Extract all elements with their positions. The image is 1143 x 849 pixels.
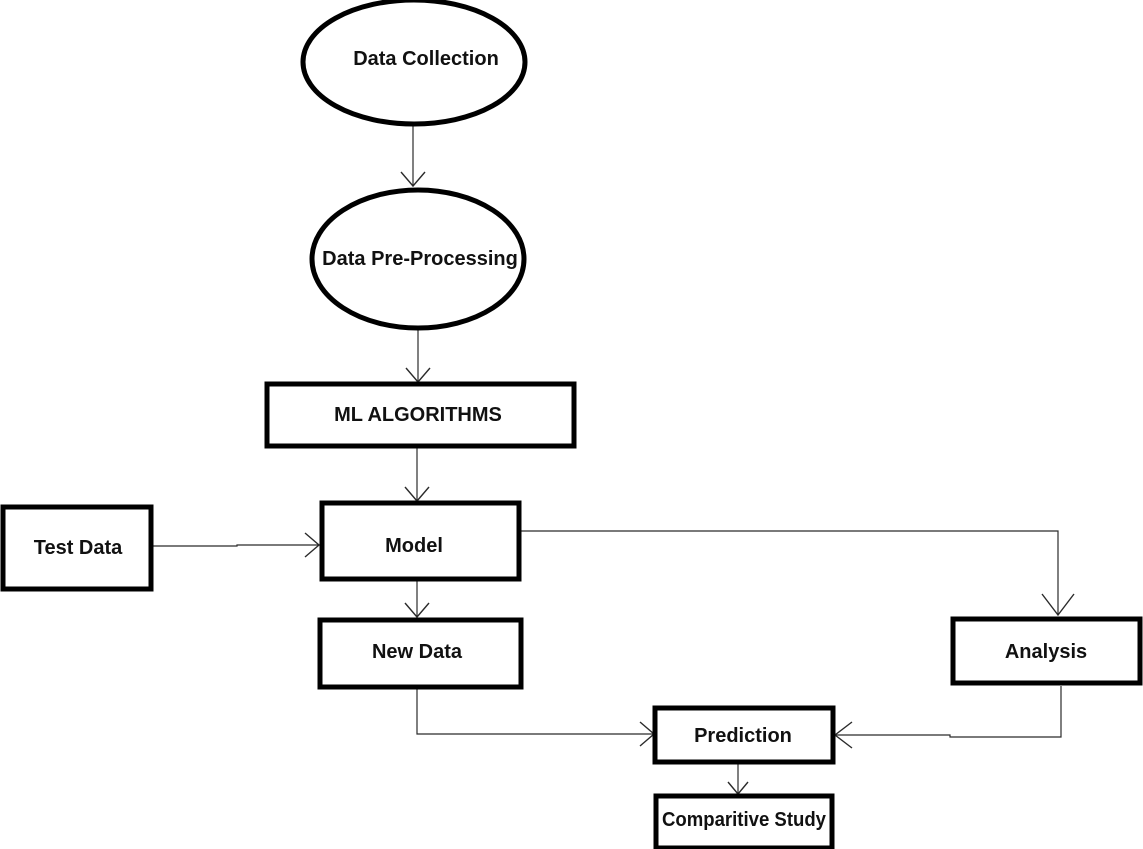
node-test-data: Test Data — [0, 504, 154, 592]
node-comparitive-study-label: Comparitive Study — [662, 809, 827, 831]
node-data-preprocessing: Data Pre-Processing — [309, 187, 527, 331]
edge-analysis-to-prediction — [833, 686, 1062, 749]
edge-model-to-new-data — [404, 581, 430, 619]
edge-ml-algorithms-to-model — [404, 447, 430, 503]
node-comparitive-study: Comparitive Study — [653, 793, 835, 849]
edge-model-to-analysis — [521, 530, 1075, 617]
node-model-label: Model — [385, 535, 443, 557]
node-test-data-label: Test Data — [34, 537, 123, 559]
node-prediction: Prediction — [652, 705, 836, 765]
node-ml-algorithms: ML ALGORITHMS — [264, 381, 577, 449]
node-new-data: New Data — [317, 617, 524, 690]
node-analysis: Analysis — [950, 616, 1143, 686]
node-data-collection-label: Data Collection — [353, 48, 499, 70]
edge-collection-to-preprocessing — [400, 126, 426, 188]
node-data-collection: Data Collection — [300, 0, 528, 127]
edge-test-data-to-model — [153, 532, 321, 558]
edge-new-data-to-prediction — [416, 689, 656, 747]
node-analysis-label: Analysis — [1005, 641, 1087, 663]
node-prediction-label: Prediction — [694, 725, 792, 747]
edge-preprocessing-to-ml-algorithms — [405, 328, 431, 384]
node-data-preprocessing-label: Data Pre-Processing — [322, 248, 518, 270]
edges — [153, 126, 1075, 796]
node-ml-algorithms-label: ML ALGORITHMS — [334, 404, 502, 426]
edge-prediction-to-comparitive-study — [727, 764, 749, 796]
node-new-data-label: New Data — [372, 641, 463, 663]
node-model: Model — [319, 500, 522, 582]
